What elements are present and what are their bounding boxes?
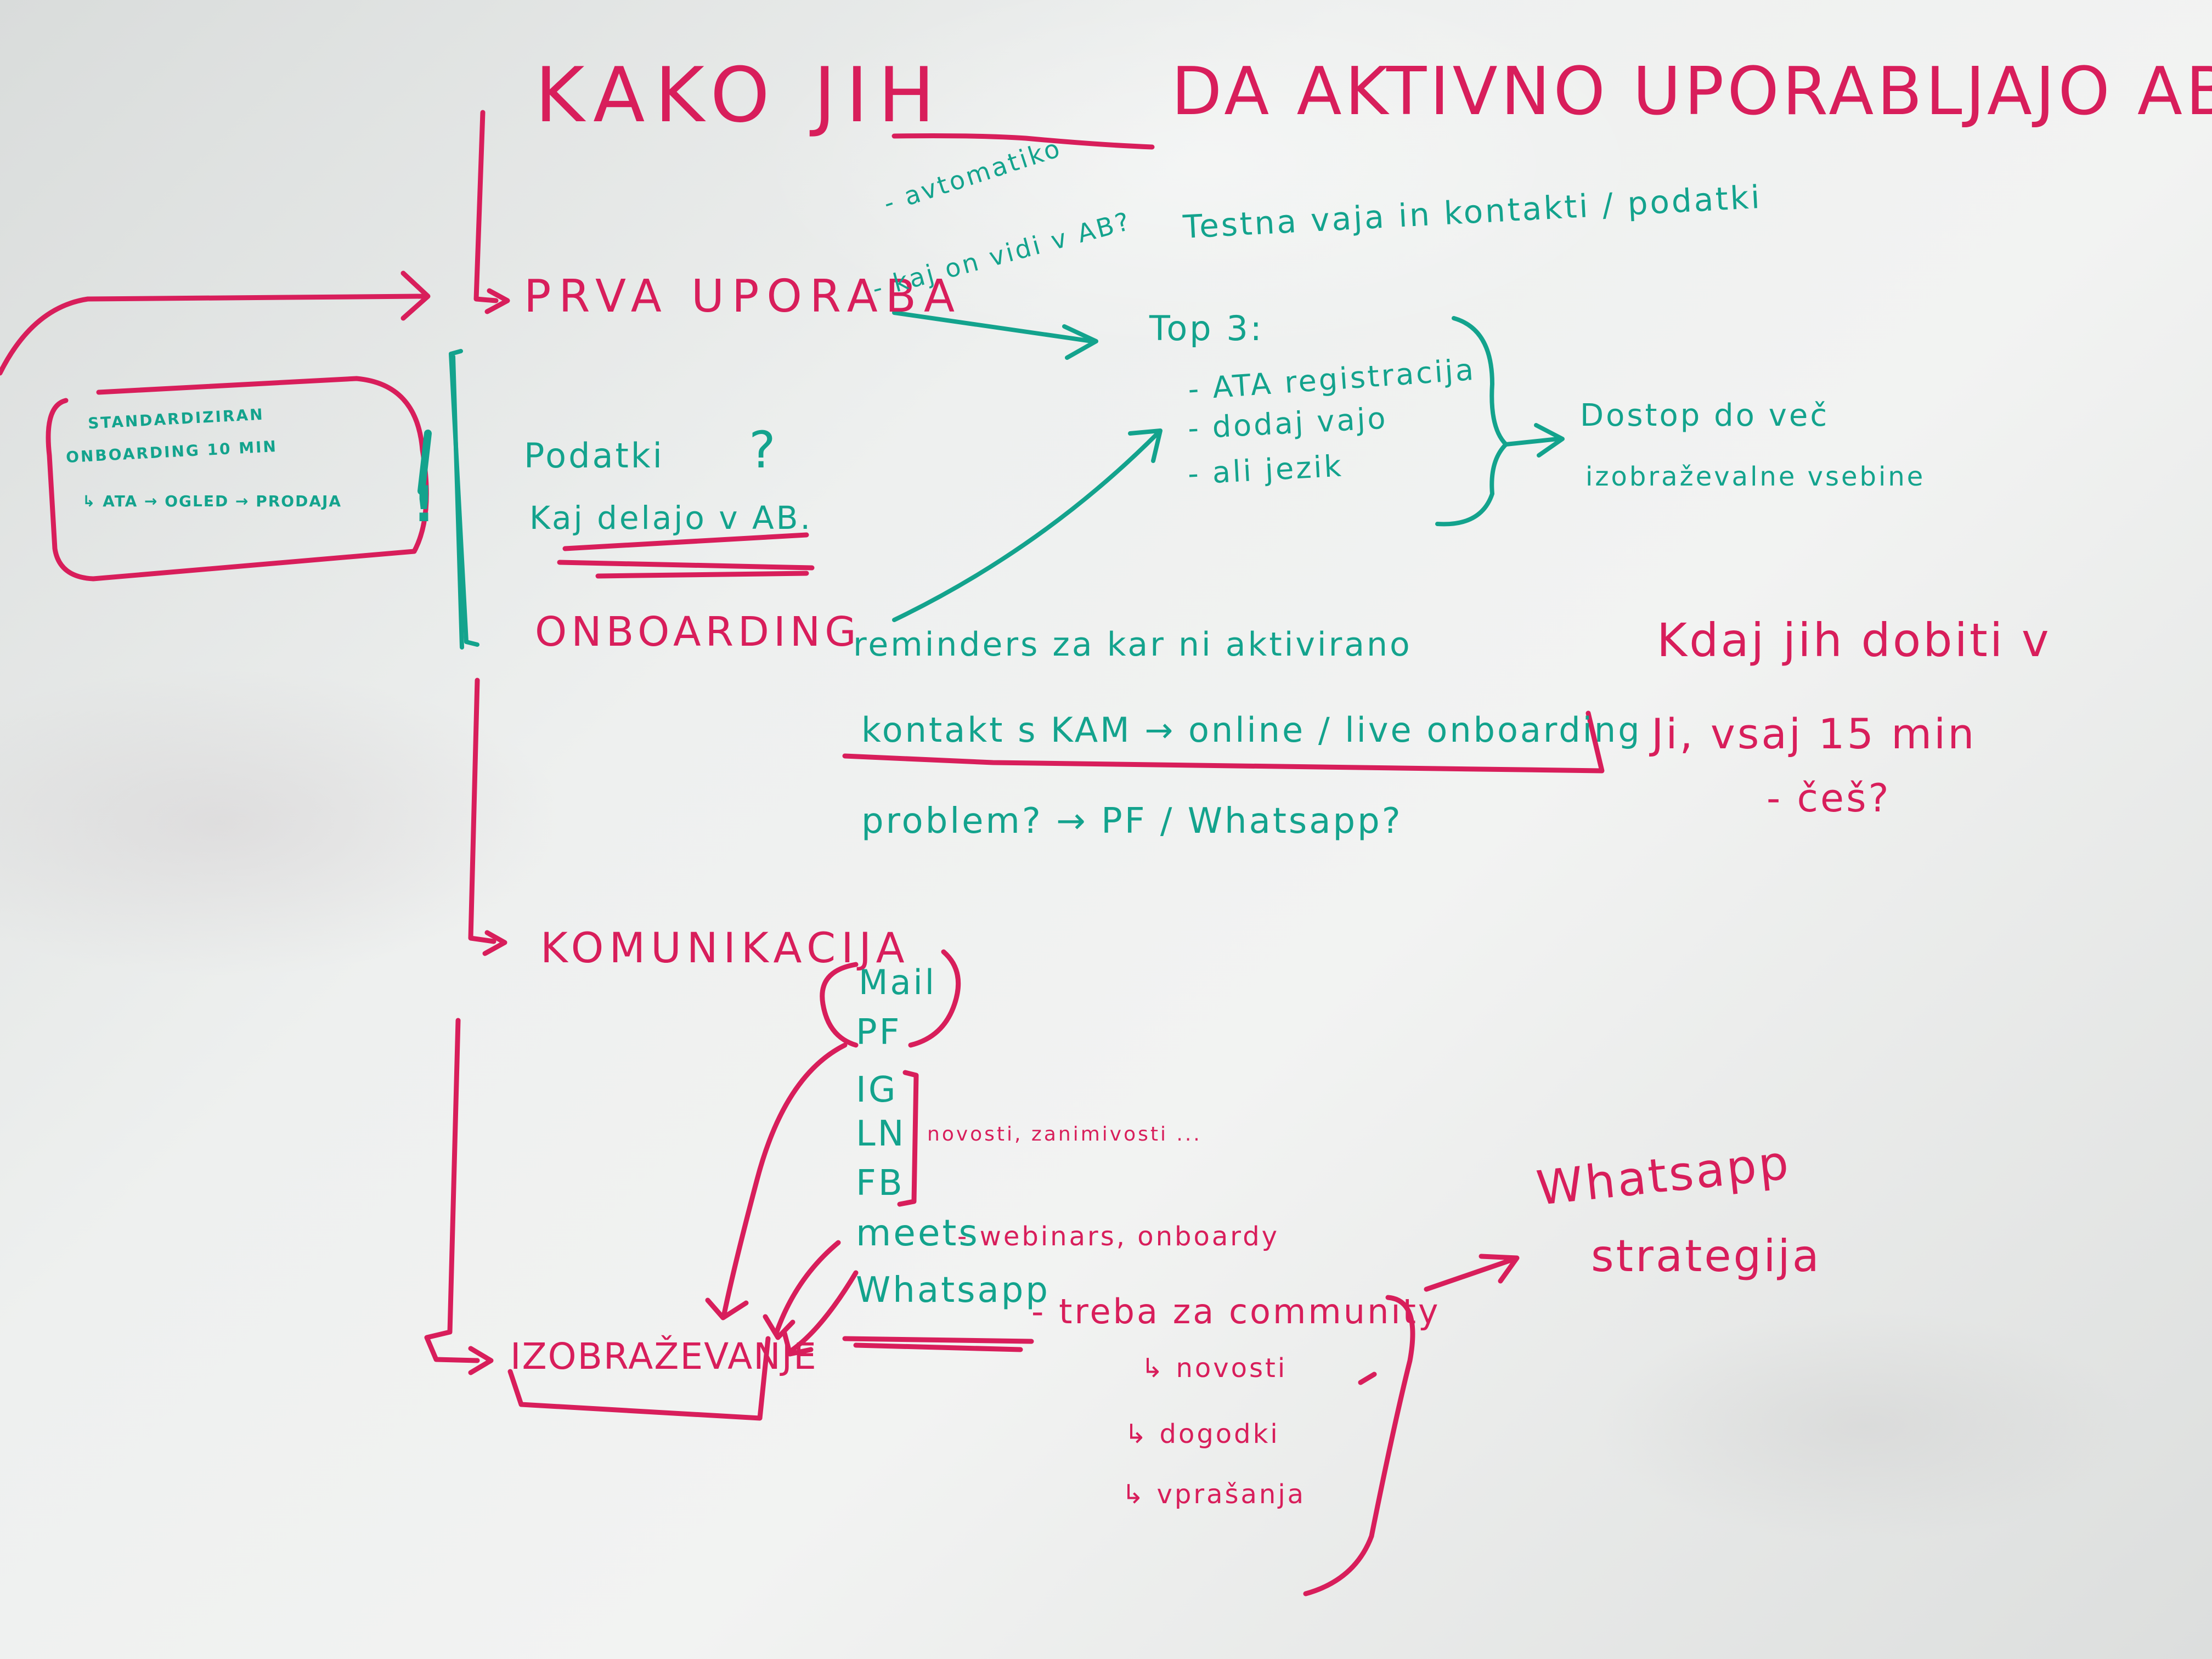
channel-mail: Mail (859, 962, 936, 1002)
title-left: KAKO JIH (535, 51, 945, 139)
title-connector (891, 133, 1155, 150)
right-note-line-1: Kdaj jih dobiti v (1657, 613, 2051, 667)
loop-arrowhead (400, 270, 431, 321)
whatsapp-note: - treba za community (1031, 1291, 1441, 1331)
spine-mid (468, 678, 496, 944)
whatsapp-sub-1: ↳ novosti (1141, 1353, 1288, 1384)
branch-prva-uporaba: PRVA UPORABA (524, 270, 963, 323)
standard-box-line-3: ↳ ATA → OGLED → PRODAJA (82, 492, 342, 510)
onboarding-note-reminders: reminders za kar ni aktivirano (853, 625, 1412, 664)
onboarding-box (842, 710, 1605, 774)
channel-fb: FB (856, 1163, 905, 1204)
dostop-line-1: Dostop do več (1580, 398, 1830, 433)
exclamation-dot: ! (413, 476, 438, 533)
channel-whatsapp: Whatsapp (856, 1270, 1050, 1311)
branch-izobrazevanje: IZOBRAŽEVANJE (510, 1335, 817, 1378)
izob-arrowhead (468, 1346, 494, 1375)
podatki-question-mark: ? (749, 421, 778, 479)
dostop-line-2: izobraževalne vsebine (1585, 461, 1926, 492)
podatki-question: Kaj delajo v AB. (529, 499, 812, 537)
podatki-title: Podatki (524, 436, 664, 476)
channel-ig: IG (856, 1070, 898, 1110)
spine-top (473, 110, 499, 303)
channel-meets: meets (856, 1212, 980, 1254)
branch-komunikacija: KOMUNIKACIJA (540, 923, 910, 972)
whatsapp-strategy-line-2: strategija (1591, 1231, 1821, 1282)
social-note: novosti, zanimivosti ... (927, 1123, 1202, 1146)
loop-arrow (0, 294, 425, 376)
standard-box-outline (46, 376, 429, 582)
prva-arrowhead (484, 288, 510, 314)
title-right: DA AKTIVNO UPORABLJAJO AB? (1171, 54, 2212, 130)
spine-low (424, 1018, 480, 1363)
onboarding-note-kam: kontakt s KAM → online / live onboarding (861, 710, 1642, 750)
branch-onboarding: ONBOARDING (535, 608, 861, 656)
channel-pf: PF (856, 1012, 902, 1053)
right-note-line-3: - češ? (1767, 776, 1891, 821)
meets-note: - webinars, onboardy (957, 1221, 1280, 1252)
whatsapp-sub-3: ↳ vprašanja (1122, 1479, 1306, 1510)
right-note-line-2: Ji, vsaj 15 min (1651, 709, 1977, 758)
onboarding-note-problem: problem? → PF / Whatsapp? (861, 801, 1403, 842)
channel-ln: LN (856, 1114, 906, 1154)
exclamation-stroke (417, 430, 432, 495)
komunikacija-arrowhead (482, 930, 507, 956)
izob-box (507, 1336, 771, 1421)
whatsapp-sub-2: ↳ dogodki (1125, 1419, 1280, 1449)
top3-item-3: - ali jezik (1187, 448, 1345, 492)
top3-heading: Top 3: (1149, 308, 1264, 348)
